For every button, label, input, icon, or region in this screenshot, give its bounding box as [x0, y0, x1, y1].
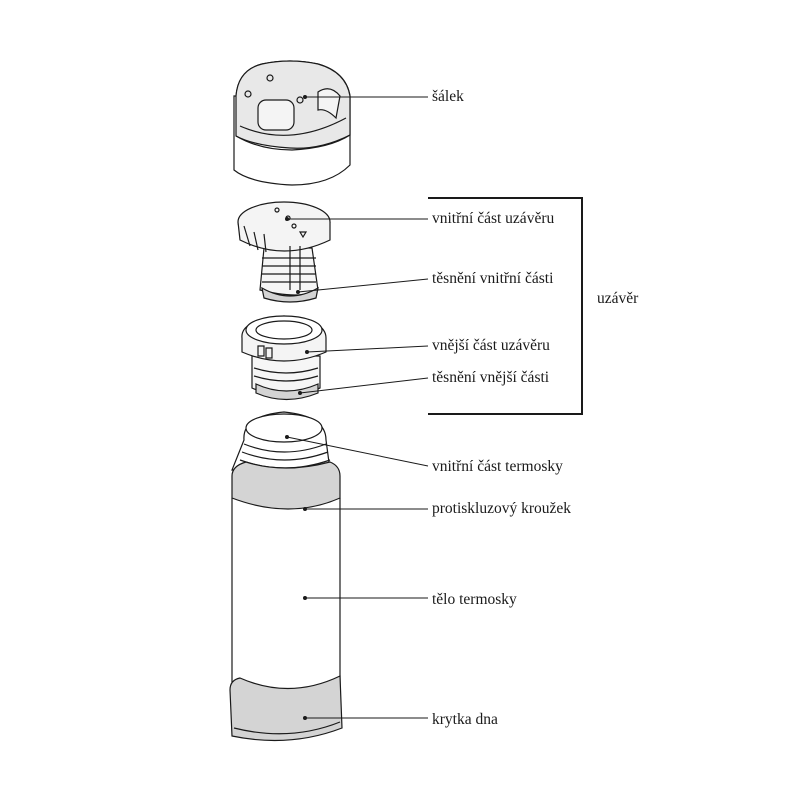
label-inner-flask: vnitřní část termosky [432, 458, 563, 475]
outer-cap-part [241, 315, 327, 401]
bottle-part [229, 411, 343, 742]
leader-dots [285, 95, 309, 720]
label-cap-group: uzávěr [597, 290, 639, 307]
leader-lines [286, 96, 429, 719]
label-inner-seal: těsnění vnitřní části [432, 270, 554, 287]
label-body: tělo termosky [432, 591, 517, 608]
label-outer-seal: těsnění vnější části [432, 369, 550, 386]
label-inner-cap: vnitřní část uzávěru [432, 210, 555, 227]
cup-part [233, 60, 351, 186]
label-bottom-cover: krytka dna [432, 711, 498, 728]
label-outer-cap: vnější část uzávěru [432, 337, 550, 354]
cap-group-bracket [428, 197, 583, 415]
label-grip-ring: protiskluzový kroužek [432, 500, 572, 517]
inner-cap-part [237, 201, 331, 303]
label-cup: šálek [432, 88, 464, 105]
